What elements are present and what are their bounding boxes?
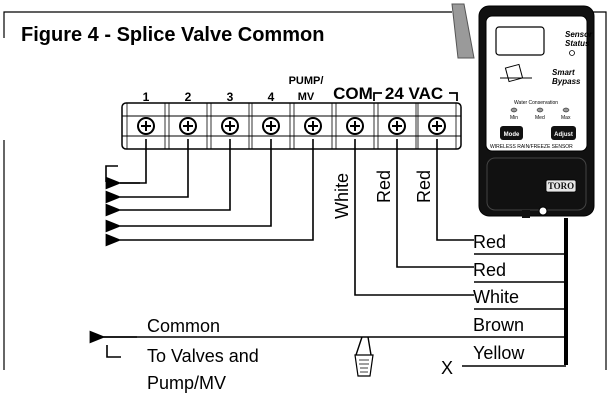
unused-wire-x: X [441,358,453,378]
sensor-display [495,26,545,56]
terminal-label-com: COM [333,84,373,103]
adjust-button-label: Adjust [554,132,573,138]
terminal-screw-icon [377,102,417,150]
terminal-label-24vac: 24 VAC [385,84,443,103]
sensor-wire-white: White [473,287,519,307]
terminal-label-3: 3 [227,90,234,104]
sensor-wire-red-2: Red [473,260,506,280]
24vac-bracket [373,92,458,101]
terminal-screw-icon [168,102,208,150]
water-conservation-label: Water Conservation [514,100,558,106]
level-min: Min [510,115,518,121]
antenna [451,3,475,59]
to-valves-label: To Valves and [147,346,259,366]
terminal-screw-icon [210,102,250,150]
sensor-wire-brown: Brown [473,315,524,335]
sensor-wire-red-1: Red [473,232,506,252]
common-bracket [106,345,121,358]
sensor-status-line1: Sensor [565,30,593,39]
level-max: Max [561,115,571,121]
toro-logo [545,179,577,193]
terminal-strip [121,102,462,150]
wire-label-white: White [332,173,352,219]
mode-button-label: Mode [504,132,520,138]
sensor-wire-yellow: Yellow [473,343,525,363]
sensor-bypass: Bypass [552,77,581,86]
status-light-icon [569,50,575,56]
wire-nut-icon [354,336,374,377]
terminal-label-2: 2 [185,90,192,104]
level-med: Med [535,115,545,121]
wire-label-red-1: Red [374,170,394,203]
adjust-button[interactable] [551,126,576,140]
toro-logo-text: TORO [548,181,574,191]
terminal-screw-icon [335,102,375,150]
sensor-smart: Smart [552,68,575,77]
figure-title: Figure 4 - Splice Valve Common [21,24,324,46]
bypass-tag-icon [504,63,524,83]
terminal-label-4: 4 [268,90,275,104]
wireless-rain-sensor: Sensor Status Smart Bypass Water Conserv… [478,5,595,218]
mode-button[interactable] [500,126,523,140]
terminal-screw-icon [417,102,457,150]
sensor-wires [102,253,566,367]
terminal-label-mv: MV [298,91,315,103]
zone-wires [105,139,314,247]
terminal-label-pump: PUMP/ [289,75,324,87]
pump-mv-label: Pump/MV [147,373,226,393]
sensor-footer: WIRELESS RAIN/FREEZE SENSOR [490,144,573,150]
controller-wires [354,139,474,296]
common-label: Common [147,316,220,336]
sensor-status-line2: Status [565,39,590,48]
wire-label-red-2: Red [414,170,434,203]
terminal-label-1: 1 [143,90,150,104]
